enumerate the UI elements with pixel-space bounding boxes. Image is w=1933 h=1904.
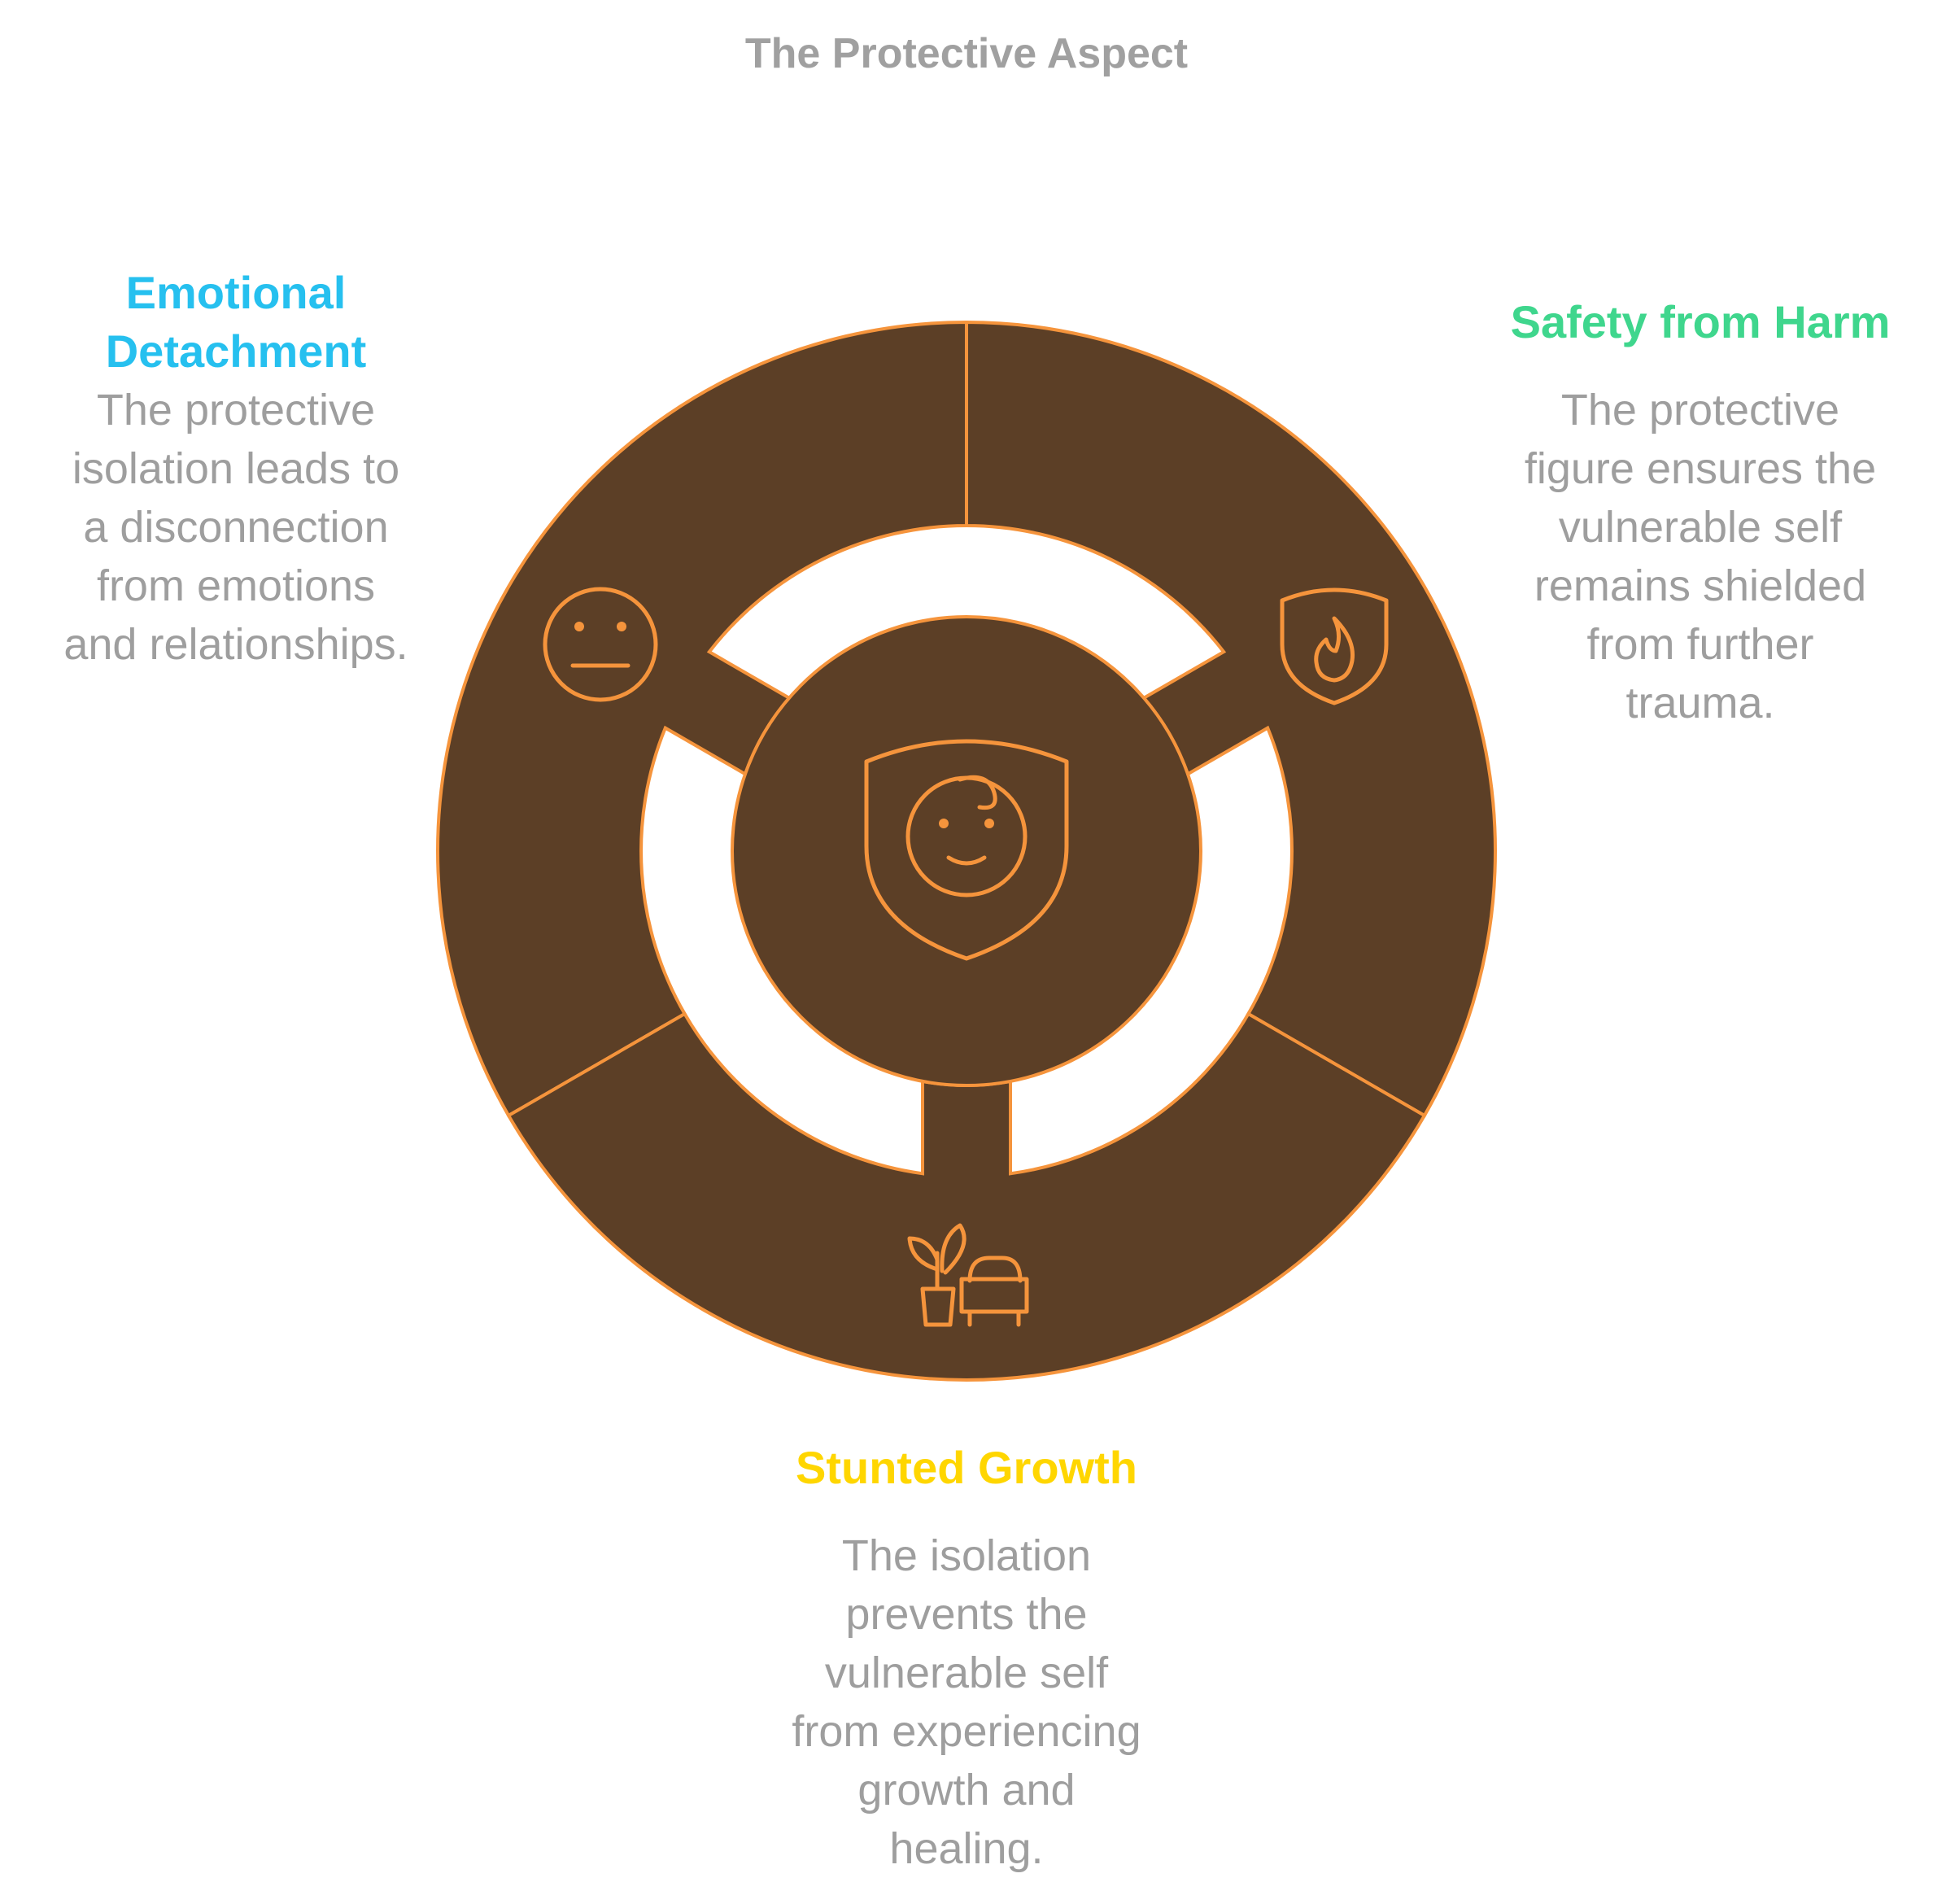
heading-line: Emotional <box>125 267 347 318</box>
desc-line: figure ensures the <box>1524 444 1877 493</box>
shield-flame-icon <box>1280 587 1389 705</box>
desc-line: growth and <box>857 1766 1076 1814</box>
segment-stunted-growth[interactable] <box>506 1011 1427 1382</box>
segment-emotional-detachment[interactable] <box>436 320 968 1118</box>
heading-line: Detachment <box>105 325 367 377</box>
emotional-detachment-heading: Emotional Detachment <box>57 264 415 381</box>
desc-line: isolation leads to <box>72 444 400 493</box>
plant-armchair-icon <box>907 1223 1029 1327</box>
stunted-growth-heading: Stunted Growth <box>796 1442 1137 1493</box>
shield-baby-icon <box>864 739 1069 961</box>
desc-line: from experiencing <box>792 1707 1141 1756</box>
diagram-title: The Protective Aspect <box>744 30 1189 77</box>
stunted-growth-description: The isolation prevents the vulnerable se… <box>722 1526 1211 1878</box>
desc-line: from further <box>1586 620 1814 669</box>
desc-line: and relationships. <box>63 620 408 669</box>
neutral-face-icon <box>543 587 658 702</box>
desc-line: The protective <box>96 386 376 435</box>
desc-line: The isolation <box>841 1531 1092 1580</box>
desc-line: remains shielded <box>1534 561 1867 610</box>
desc-line: trauma. <box>1625 679 1775 727</box>
center-hub[interactable] <box>731 615 1202 1087</box>
desc-line: healing. <box>889 1824 1044 1873</box>
desc-line: vulnerable self <box>824 1649 1109 1697</box>
emotional-detachment-description: The protective isolation leads to a disc… <box>16 381 456 674</box>
safety-from-harm-description: The protective figure ensures the vulner… <box>1481 381 1920 732</box>
desc-line: a disconnection <box>83 503 389 552</box>
safety-from-harm-heading: Safety from Harm <box>1510 296 1891 347</box>
segment-safety-from-harm[interactable] <box>965 320 1497 1118</box>
desc-line: from emotions <box>96 561 376 610</box>
desc-line: vulnerable self <box>1558 503 1843 552</box>
desc-line: prevents the <box>845 1590 1088 1639</box>
desc-line: The protective <box>1560 386 1840 435</box>
